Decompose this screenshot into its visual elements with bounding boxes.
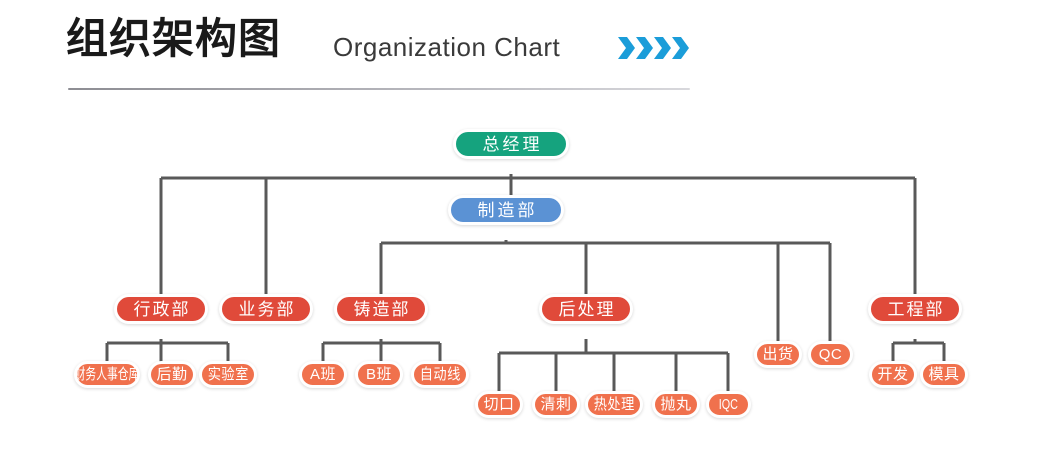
node-label: 铸造部 (353, 299, 411, 319)
node-label: 财务人事仓库 (74, 366, 140, 383)
header-divider (68, 88, 690, 90)
node-label: 出货 (762, 346, 794, 363)
node-label: 抛丸 (660, 396, 692, 413)
node-logistics[interactable]: 后勤 (148, 361, 196, 388)
node-laboratory[interactable]: 实验室 (199, 361, 257, 388)
node-sales-dept[interactable]: 业务部 (219, 294, 313, 324)
double-chevron-right-icon (618, 36, 692, 60)
node-label: 清刺 (540, 396, 572, 413)
node-label: 模具 (928, 366, 960, 383)
node-label: 自动线 (419, 366, 461, 383)
node-shift-a[interactable]: A班 (299, 361, 347, 388)
node-finance-hr-warehouse[interactable]: 财务人事仓库 (74, 361, 140, 388)
node-administration-dept[interactable]: 行政部 (114, 294, 208, 324)
node-label: 后勤 (156, 366, 188, 383)
node-development[interactable]: 开发 (869, 361, 917, 388)
node-post-processing-dept[interactable]: 后处理 (539, 294, 633, 324)
node-automatic-line[interactable]: 自动线 (411, 361, 469, 388)
node-label: 行政部 (133, 299, 191, 319)
node-general-manager[interactable]: 总经理 (453, 129, 569, 159)
node-label: 工程部 (887, 299, 945, 319)
chevron-arrows-svg (618, 37, 689, 59)
node-engineering-dept[interactable]: 工程部 (868, 294, 962, 324)
node-label: 业务部 (238, 299, 296, 319)
node-label: 热处理 (593, 396, 635, 413)
node-shot-blasting[interactable]: 抛丸 (652, 391, 700, 418)
node-label: A班 (309, 366, 336, 383)
node-manufacturing-dept[interactable]: 制造部 (448, 195, 564, 225)
page-title-chinese: 组织架构图 (66, 15, 282, 62)
node-label: 后处理 (558, 299, 616, 319)
node-qc[interactable]: QC (808, 341, 853, 368)
node-label: IQC (718, 396, 739, 413)
page-title-english: Organization Chart (333, 32, 561, 62)
node-label: 总经理 (482, 134, 543, 154)
node-label: QC (818, 346, 843, 363)
page-header: 组织架构图 Organization Chart (0, 0, 1060, 100)
node-deburring[interactable]: 清刺 (532, 391, 580, 418)
node-label: 制造部 (477, 200, 538, 220)
node-casting-dept[interactable]: 铸造部 (334, 294, 428, 324)
node-label: 切口 (483, 396, 515, 413)
node-label: B班 (365, 366, 392, 383)
node-shift-b[interactable]: B班 (355, 361, 403, 388)
node-heat-treatment[interactable]: 热处理 (585, 391, 643, 418)
node-cutting[interactable]: 切口 (475, 391, 523, 418)
node-mold[interactable]: 模具 (920, 361, 968, 388)
node-iqc[interactable]: IQC (706, 391, 751, 418)
node-shipping[interactable]: 出货 (754, 341, 802, 368)
node-label: 实验室 (207, 366, 249, 383)
node-label: 开发 (877, 366, 909, 383)
